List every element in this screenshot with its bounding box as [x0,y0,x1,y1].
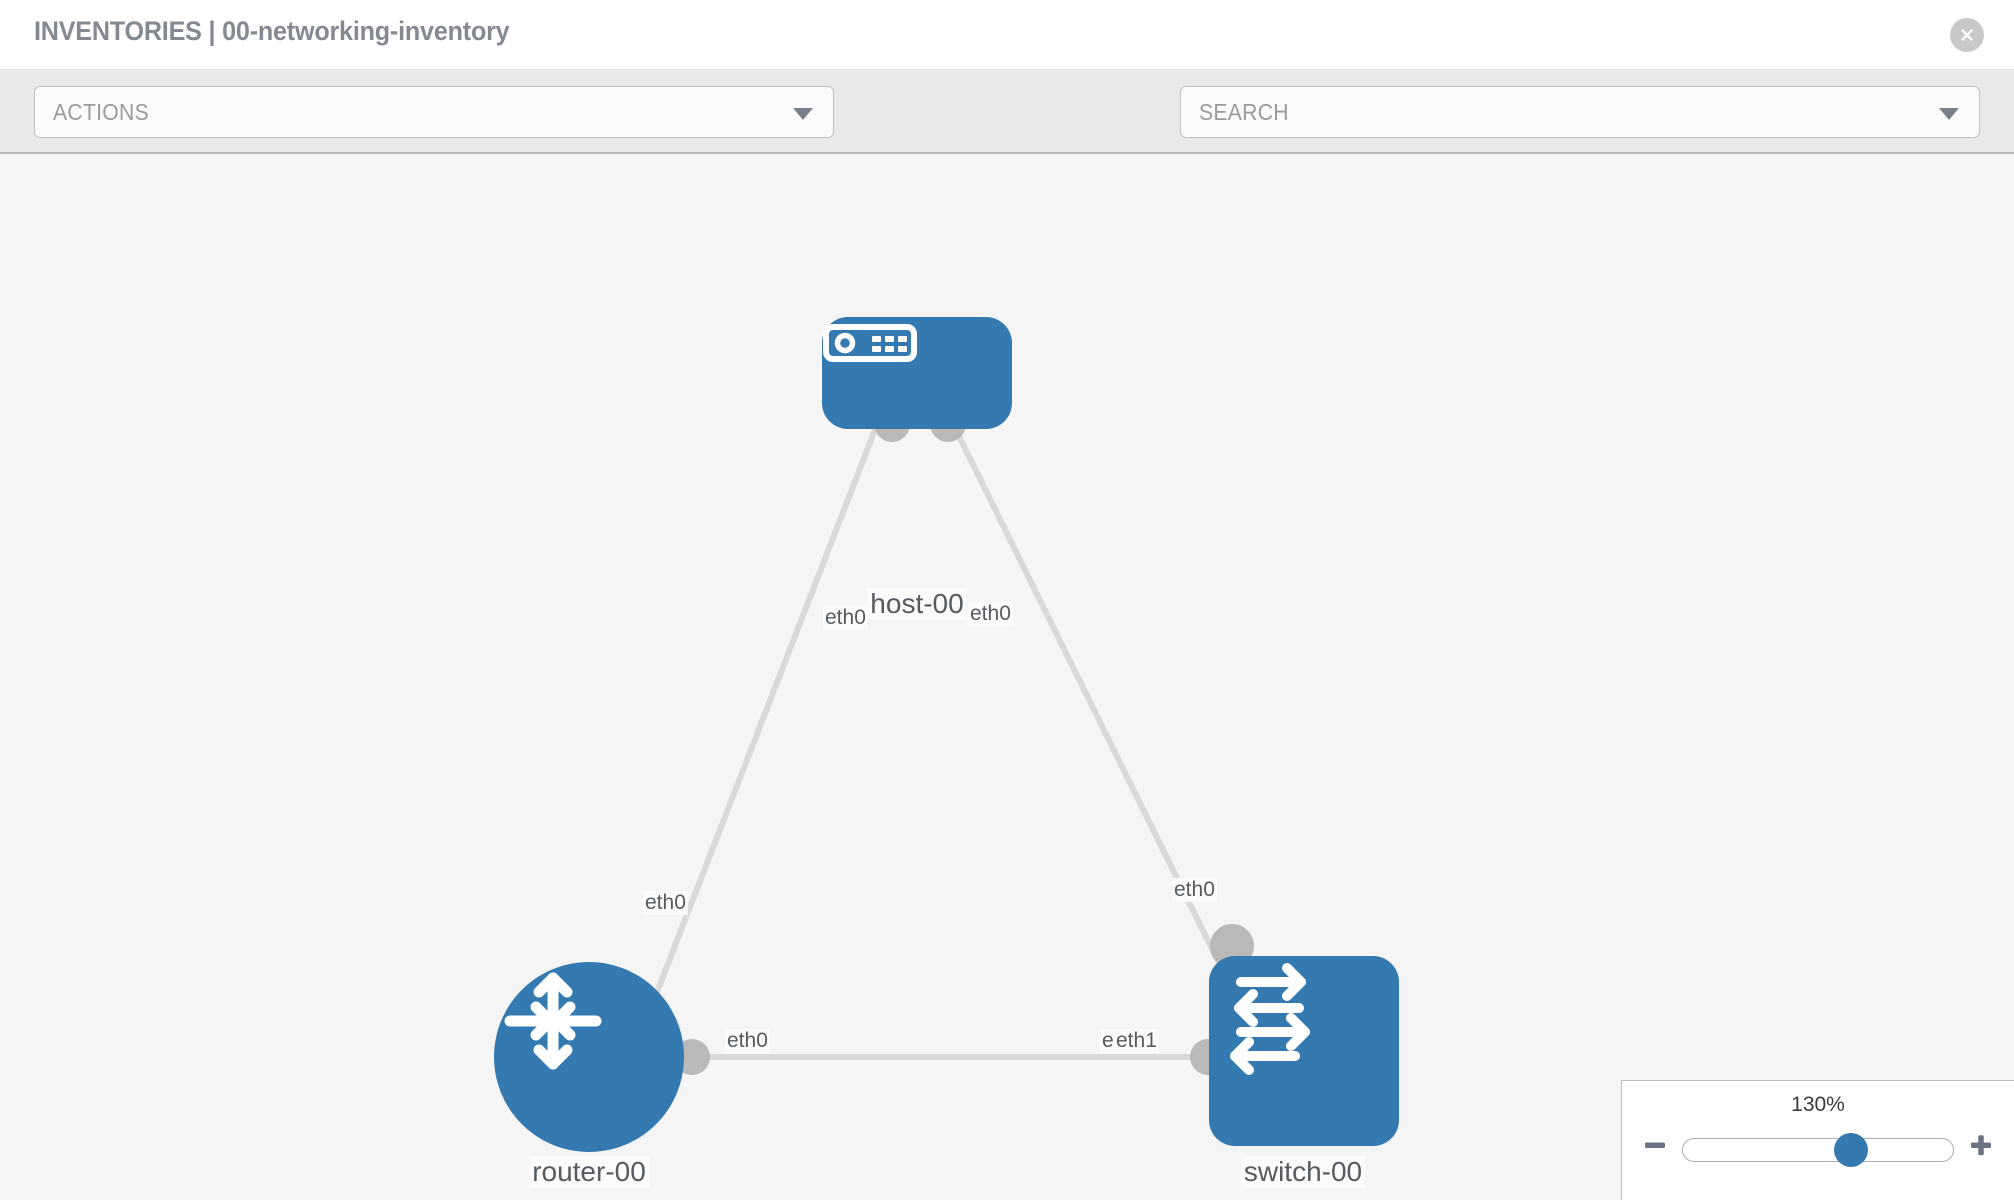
node-router-00[interactable] [494,962,684,1152]
search-placeholder: SEARCH [1199,99,1289,125]
link-host-router [637,419,881,1039]
edge-label-router-right-eth: eth0 [725,1029,770,1054]
zoom-out-button[interactable] [1638,1130,1672,1164]
zoom-slider[interactable] [1682,1130,1954,1167]
node-label-host-00: host-00 [867,588,967,620]
zoom-level-label: 130% [1791,1093,1845,1116]
zoom-slider-thumb[interactable] [1833,1133,1868,1167]
chevron-down-icon [793,108,813,120]
node-switch-00[interactable] [1209,956,1399,1146]
toolbar: ACTIONS [0,70,2014,199]
node-label-switch-00: switch-00 [1240,1156,1366,1188]
zoom-slider-track [1682,1138,1954,1162]
edge-label-host-right-eth: eth0 [968,602,1013,627]
close-icon [1957,25,1977,45]
edge-label-router-up-eth: eth0 [643,891,688,916]
topology-canvas[interactable]: host-00 router-00 switch-00 eth0 eth0 et… [0,156,2014,1200]
edge-label-switch-left-eth-b: eth1 [1114,1029,1159,1054]
topology-links [637,406,1254,1075]
edge-label-host-left-eth: eth0 [823,606,868,631]
plus-icon [1968,1132,1994,1163]
minus-icon [1642,1132,1668,1163]
page-title: INVENTORIES | 00-networking-inventory [34,16,510,46]
chevron-down-icon [1939,108,1959,120]
node-host-00[interactable] [822,317,1012,429]
link-host-switch [949,419,1253,1029]
edge-label-switch-up-eth: eth0 [1172,878,1217,903]
actions-dropdown-label: ACTIONS [53,99,149,125]
search-input[interactable]: SEARCH [1180,86,1980,138]
actions-dropdown[interactable]: ACTIONS [34,86,834,138]
zoom-in-button[interactable] [1964,1130,1998,1164]
page-header: INVENTORIES | 00-networking-inventory [0,0,2014,70]
zoom-control-panel: 130% [1621,1080,2014,1200]
node-label-router-00: router-00 [529,1156,649,1188]
close-button[interactable] [1950,18,1984,52]
